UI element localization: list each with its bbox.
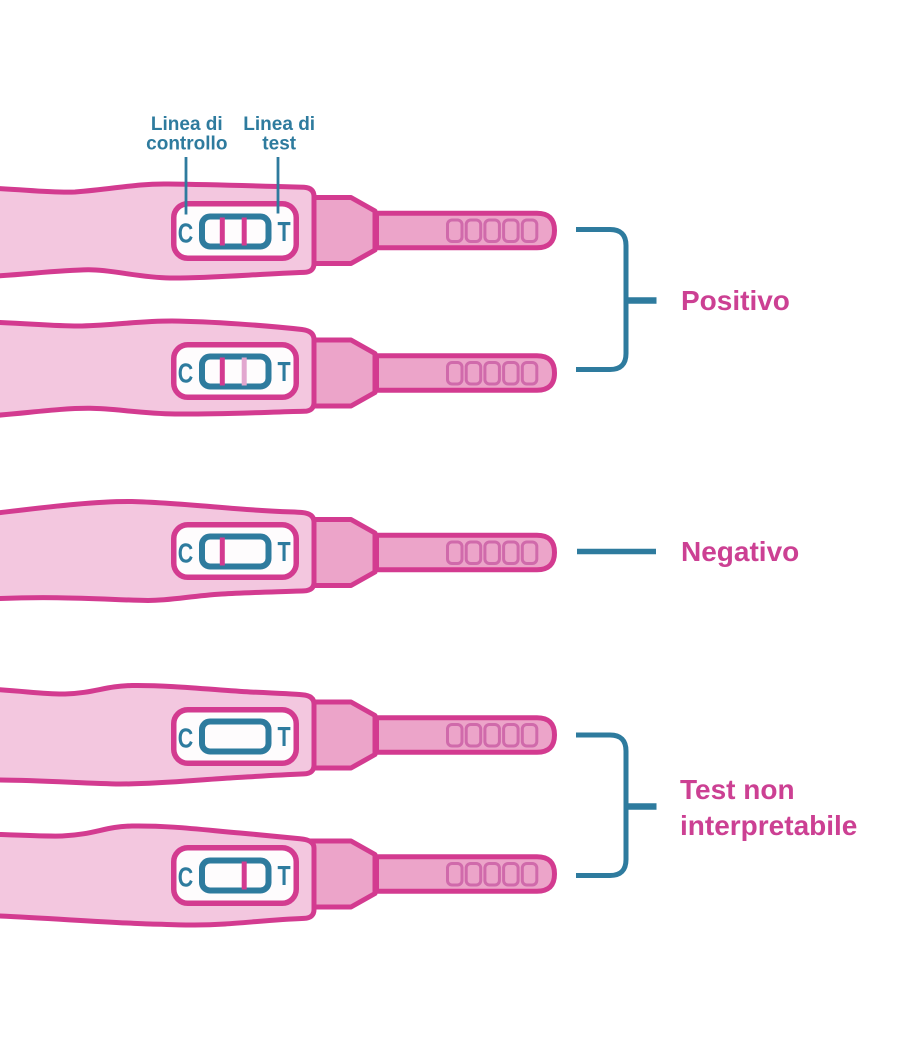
svg-text:C: C bbox=[178, 359, 194, 389]
svg-text:T: T bbox=[277, 358, 290, 388]
svg-text:test: test bbox=[262, 134, 296, 155]
svg-text:C: C bbox=[178, 863, 194, 893]
svg-text:T: T bbox=[277, 862, 290, 892]
svg-text:interpretabile: interpretabile bbox=[680, 810, 857, 841]
svg-text:T: T bbox=[277, 538, 290, 568]
svg-text:controllo: controllo bbox=[146, 134, 227, 155]
svg-text:C: C bbox=[178, 539, 194, 569]
svg-text:C: C bbox=[178, 724, 194, 754]
svg-text:T: T bbox=[277, 723, 290, 753]
svg-text:T: T bbox=[277, 218, 290, 248]
svg-text:Negativo: Negativo bbox=[681, 536, 799, 567]
svg-text:C: C bbox=[178, 219, 194, 249]
svg-text:Test non: Test non bbox=[680, 774, 795, 805]
svg-text:Positivo: Positivo bbox=[681, 285, 790, 316]
svg-text:Linea di: Linea di bbox=[243, 114, 315, 135]
svg-text:Linea di: Linea di bbox=[151, 114, 223, 135]
